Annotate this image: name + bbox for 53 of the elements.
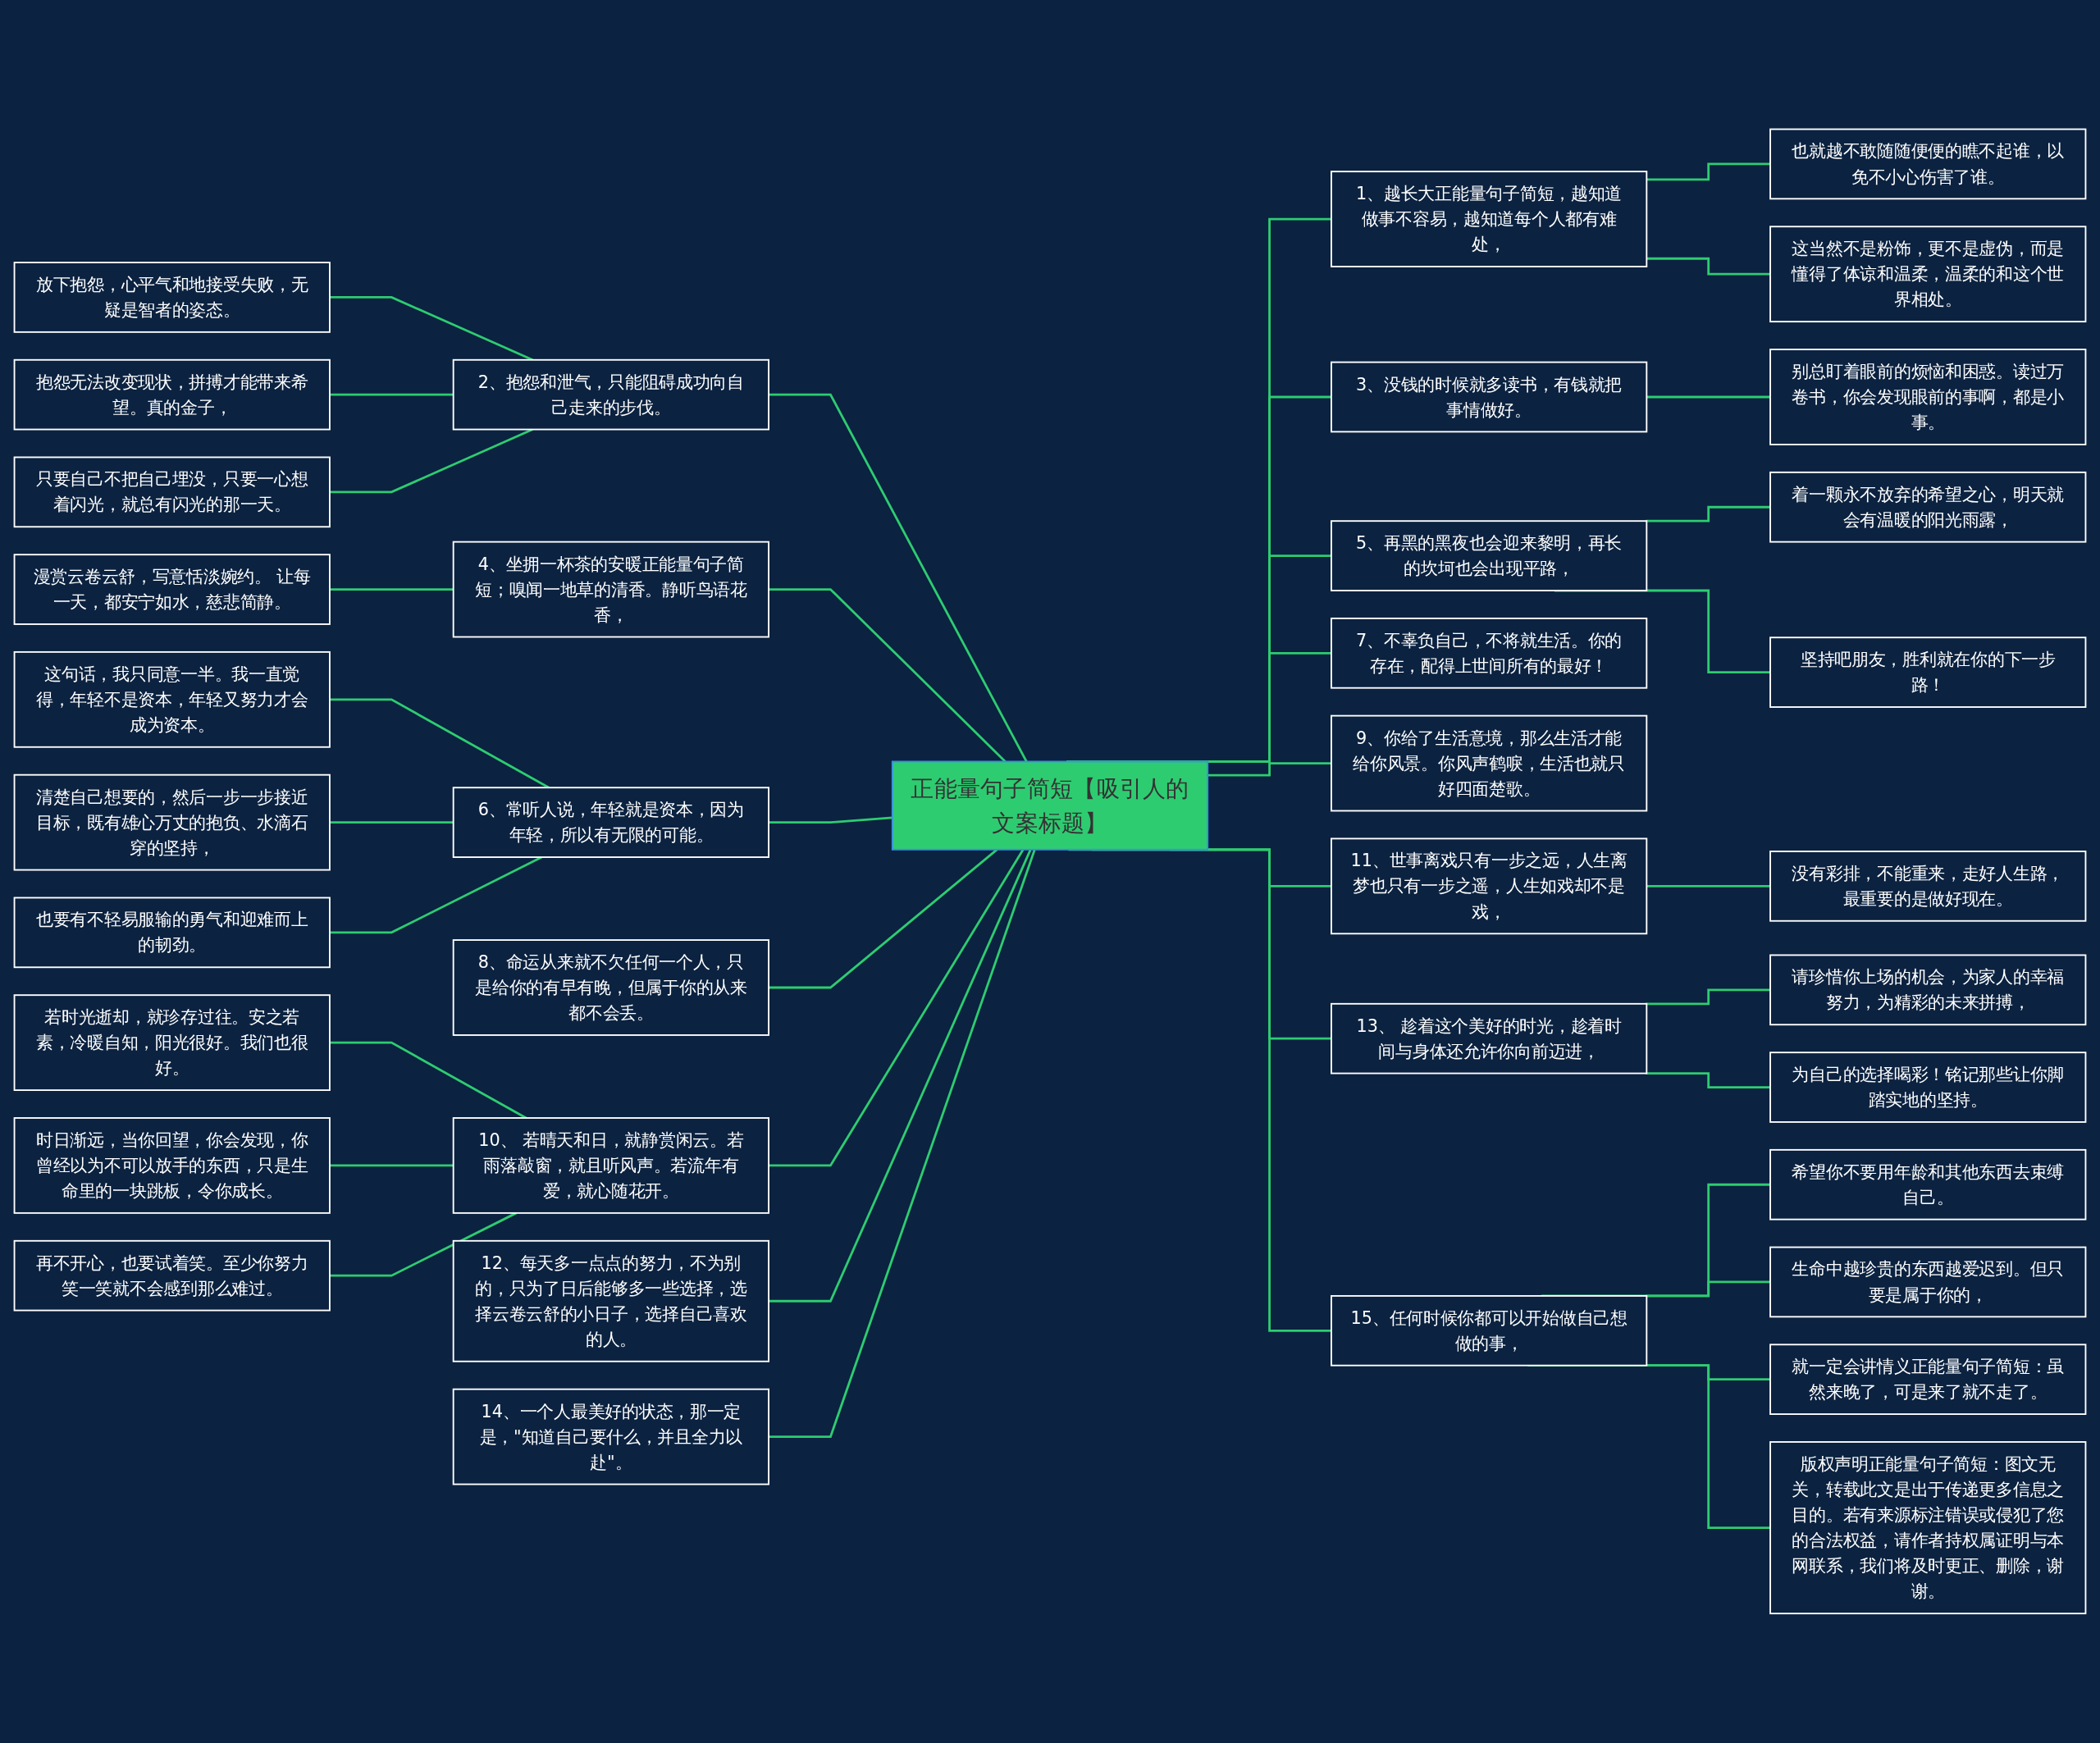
mind-map: 正能量句子简短【吸引人的文案标题】 2、抱怨和泄气，只能阻碍成功向自己走来的步伐。 放下抱怨，心平气和地接受失败，无疑是智者的姿态。 抱怨无法改变现状，拼搏才能带来希望。真的金子， 只要自己不把自己埋没，只要一心想着闪光，就总有闪光的那一天。 4、坐拥一杯茶的安暖正能量句子简短；嗅闻一地草的清香。静听鸟语花香， 漫赏云卷云舒，写意恬淡婉约。 让每一天，都安宁如水，慈悲简静。 6、常听人说，年轻就是资本，因为年轻，所以有无限的可能。 这句话，我只同意一半。我一直觉得，年轻不是资本，年轻又努力才会成为资本。 清楚自己想要的，然后一步一步接近目标，既有雄心万丈的抱负、水滴石穿的坚持， 也要有不轻易服输的勇气和迎难而上的韧劲。 8、命运从来就不欠任何一个人，只是给你的有早有晚，但属于你的从来都不会丢。 10、 若晴天和日，就静赏闲云。若雨落敲窗，就且听风声。若流年有爱，就心随花开。 若时光逝却，就珍存过往。安之若素，冷暖自知，阳光很好。我们也很好。 时日渐远，当你回望，你会发现，你曾经以为不可以放手的东西，只是生命里的一块跳板，令你成长。 再不开心，也要试着笑。至少你努力笑一笑就不会感到那么难过。 12、每天多一点点的努力，不为别的，只为了日后能够多一些选择，选择云卷云舒的小日子，选择自己喜欢的人。 14、一个人最美好的状态，那一定是，"知道自己要什么，并且全力以赴"。 1、越长大正能量句子简短，越知道做事不容易，越知道每个人都有难处， 也就越不敢随随便便的瞧不起谁，以免不小心伤害了谁。 这当然不是粉饰，更不是虚伪，而是懂得了体谅和温柔，温柔的和这个世界相处。 3、没钱的时候就多读书，有钱就把事情做好。 别总盯着眼前的烦恼和困惑。读过万卷书，你会发现眼前的事啊，都是小事。 5、再黑的黑夜也会迎来黎明，再长的坎坷也会出现平路， 着一颗永不放弃的希望之心，明天就会有温暖的阳光雨露， 坚持吧朋友，胜利就在你的下一步路！ 7、不辜负自己，不将就生活。你的存在，配得上世间所有的最好！ 9、你给了生活意境，那么生活才能给你风景。你风声鹤唳，生活也就只好四面楚歌。 11、世事离戏只有一步之远，人生离梦也只有一步之遥，人生如戏却不是戏， 没有彩排，不能重来，走好人生路，最重要的是做好现在。 13、 趁着这个美好的时光，趁着时间与身体还允许你向前迈进， 请珍惜你上场的机会，为家人的幸福努力，为精彩的未来拼搏， 为自己的选择喝彩！铭记那些让你脚踏实地的坚持。 15、任何时候你都可以开始做自己想做的事， 希望你不要用年龄和其他东西去束缚自己。 生命中越珍贵的东西越爱迟到。但只要是属于你的， 就一定会讲情义正能量句子简短：虽然来晚了，可是来了就不走了。 版权声明正能量句子简短：图文无关，转载此文是出于传递更多信息之目的。若有来源标注错误或侵犯了您的合法权益，请作者持权属证明与本网联系，我们将及时更正、删除，谢谢。 (8, 123, 2092, 1620)
connector (329, 821, 454, 824)
node-box (1769, 1149, 2087, 1221)
node-box (1331, 171, 1648, 268)
connector (329, 393, 454, 396)
node-box (1331, 361, 1648, 433)
node-box (452, 787, 769, 859)
connector (769, 588, 1007, 763)
node-box (1331, 1295, 1648, 1367)
node-box (1331, 837, 1648, 935)
node-box (1331, 1003, 1648, 1075)
node-box (1769, 128, 2087, 200)
node-box (1331, 618, 1648, 689)
node-box (452, 1117, 769, 1214)
connector (769, 393, 1028, 763)
node-box (452, 541, 769, 638)
connector (329, 1041, 527, 1120)
node-box (1331, 714, 1648, 812)
node-box (1769, 637, 2087, 709)
node-box (13, 456, 331, 528)
node-box (13, 262, 331, 333)
node-box (13, 359, 331, 431)
connector (329, 1164, 454, 1167)
connector (769, 848, 998, 989)
node-box (1769, 851, 2087, 922)
node-box (13, 651, 331, 748)
node-box (13, 1240, 331, 1312)
connector (769, 849, 1032, 1303)
connector (769, 849, 1036, 1439)
connector (769, 816, 892, 824)
node-box (1769, 1246, 2087, 1318)
node-box (1769, 1052, 2087, 1124)
node-box (1769, 226, 2087, 323)
node-box (1769, 1441, 2087, 1615)
node-box (1769, 1344, 2087, 1416)
node-box (452, 1388, 769, 1485)
node-box (1769, 349, 2087, 446)
node-box (1769, 472, 2087, 543)
connector (329, 698, 550, 789)
node-box (452, 1240, 769, 1362)
node-box (1331, 520, 1648, 592)
connector (329, 428, 533, 494)
node-box (13, 1117, 331, 1214)
node-box (13, 994, 331, 1092)
node-box (452, 939, 769, 1037)
node-box (891, 760, 1209, 851)
connector (329, 588, 454, 591)
node-box (452, 359, 769, 431)
connector (769, 849, 1025, 1167)
node-box (13, 554, 331, 626)
node-box (13, 897, 331, 969)
node-box (13, 773, 331, 871)
node-box (1769, 954, 2087, 1026)
